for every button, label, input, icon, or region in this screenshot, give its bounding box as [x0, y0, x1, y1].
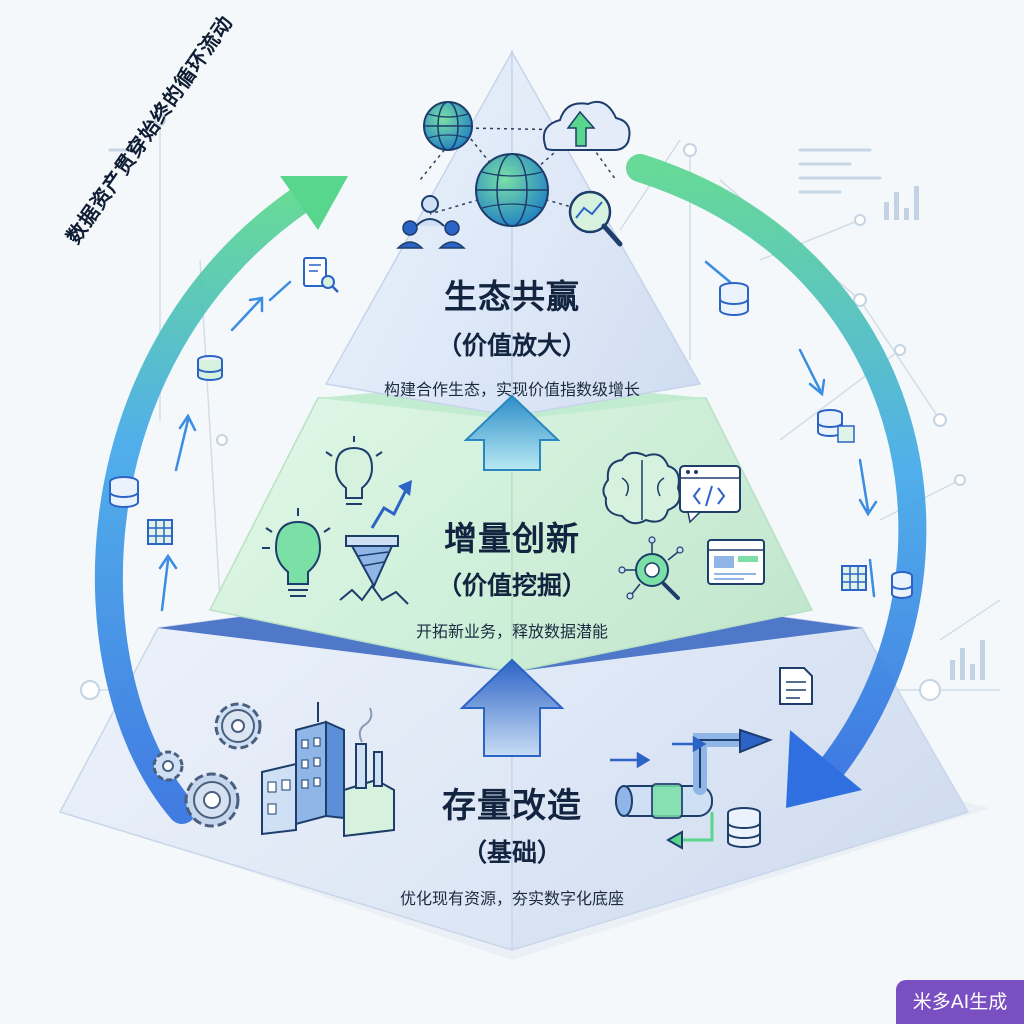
brain-icon: [602, 451, 681, 525]
flow-arrows-left: [158, 280, 292, 612]
lightbulb-icon: [325, 436, 383, 505]
pipeline-icon: [615, 728, 773, 850]
document-icon: [779, 667, 813, 705]
growth-arrow-icon: [370, 480, 412, 529]
middle-tier-subtitle: （价值挖掘）: [436, 571, 587, 600]
top-tier-description: 构建合作生态，实现价值指数级增长: [383, 380, 640, 399]
dashboard-icon: [707, 539, 765, 585]
top-tier-subtitle: （价值放大）: [436, 331, 587, 360]
top-tier-title: 生态共赢: [444, 277, 580, 316]
database-icon-bottom: [727, 807, 761, 848]
users-icon: [396, 195, 466, 249]
bar-chart-icon: [884, 186, 985, 680]
gear-icon-small: [152, 750, 184, 782]
database-icon-right-mid: [817, 409, 855, 443]
growth-arrow-lower: [459, 658, 565, 757]
code-window-icon: [679, 465, 741, 524]
database-icon-right-low: [891, 571, 913, 599]
spreadsheet-icon: [147, 519, 173, 545]
globe-icon: [423, 101, 473, 151]
database-stack-icon: [197, 355, 223, 381]
cloud-upload-icon: [542, 100, 631, 151]
bottom-tier-text: 存量改造 （基础） 优化现有资源，夯实数字化底座: [300, 778, 724, 909]
lightbulb-icon-large: [262, 508, 331, 597]
bottom-tier-description: 优化现有资源，夯实数字化底座: [399, 889, 624, 908]
text-lines-decoration: [108, 148, 882, 194]
network-search-icon: [618, 536, 684, 600]
cycle-arrow-left: [95, 176, 348, 824]
background-nodes: [80, 114, 966, 701]
flow-arrows-right: [704, 260, 878, 598]
middle-tier-text: 增量创新 （价值挖掘） 开拓新业务，释放数据潜能: [320, 512, 704, 642]
middle-tier: [208, 380, 814, 673]
bottom-tier-subtitle: （基础）: [461, 838, 562, 867]
database-icon-right-top: [719, 282, 749, 316]
drill-icon: [339, 535, 409, 605]
gear-icon-large: [184, 772, 240, 828]
document-search-icon: [303, 257, 339, 293]
top-tier-text: 生态共赢 （价值放大） 构建合作生态，实现价值指数级增长: [312, 270, 712, 400]
database-icon: [109, 476, 139, 508]
growth-arrow-upper: [463, 394, 561, 471]
globe-icon-large: [475, 153, 549, 227]
flow-arrows-bottom: [610, 735, 707, 769]
factory-icon: [261, 702, 395, 838]
watermark-badge: 米多AI生成: [896, 980, 1024, 1024]
magnifier-chart-icon: [568, 190, 623, 247]
cycle-arrow-right: [626, 154, 927, 808]
middle-tier-description: 开拓新业务，释放数据潜能: [415, 622, 608, 641]
middle-tier-title: 增量创新: [444, 519, 580, 558]
spreadsheet-icon-right: [841, 565, 867, 591]
gear-icon: [214, 702, 262, 750]
bottom-tier-title: 存量改造: [442, 786, 582, 826]
